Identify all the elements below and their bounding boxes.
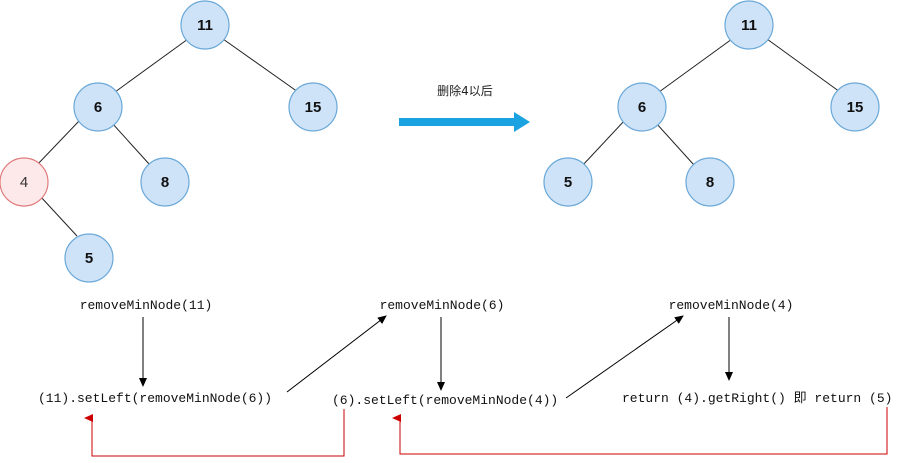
- edge-4-5: [39, 195, 78, 237]
- result-3: return (4).getRight() 即 return (5): [622, 391, 892, 406]
- node-4-label: 4: [20, 174, 28, 191]
- after-node-11-label: 11: [741, 17, 757, 34]
- edge-11-6: [114, 38, 189, 93]
- after-node-5-label: 5: [564, 174, 572, 191]
- after-node-8: 8: [685, 157, 735, 207]
- arrow-result1-to-call2: [286, 315, 387, 393]
- result-1: (11).setLeft(removeMinNode(6)): [38, 391, 272, 406]
- after-node-5: 5: [543, 157, 593, 207]
- after-edge-11-15: [766, 38, 841, 93]
- node-4-removed: 4: [0, 157, 49, 207]
- after-node-6: 6: [617, 82, 667, 132]
- return-arrow-3-to-2: [392, 407, 888, 455]
- node-11-label: 11: [197, 17, 213, 34]
- node-5: 5: [64, 233, 114, 283]
- call-1: removeMinNode(11): [80, 298, 213, 313]
- edge-6-4: [35, 119, 81, 167]
- return-arrow-2-to-1: [84, 409, 345, 457]
- after-edge-6-5: [581, 119, 626, 167]
- call-3: removeMinNode(4): [669, 298, 794, 313]
- edge-6-8: [111, 122, 151, 166]
- transition-arrow: 删除4以后: [399, 83, 530, 132]
- call-2: removeMinNode(6): [380, 298, 505, 313]
- before-tree: 11 6 15 4 8 5: [0, 0, 338, 283]
- node-6-label: 6: [94, 99, 102, 116]
- after-node-15-label: 15: [847, 99, 864, 116]
- after-tree: 11 6 15 5 8: [543, 0, 880, 207]
- after-node-11: 11: [724, 0, 774, 50]
- node-8: 8: [140, 157, 190, 207]
- node-11: 11: [180, 0, 230, 50]
- transition-label: 删除4以后: [437, 83, 493, 98]
- after-edge-6-8: [655, 122, 695, 166]
- node-15-label: 15: [305, 99, 322, 116]
- after-edge-11-6: [658, 38, 733, 93]
- after-node-6-label: 6: [638, 99, 646, 116]
- call-trace: removeMinNode(11) removeMinNode(6) remov…: [38, 298, 892, 457]
- after-node-15: 15: [830, 82, 880, 132]
- node-8-label: 8: [161, 174, 169, 191]
- edge-11-15: [222, 38, 299, 93]
- arrow-result2-to-call3: [565, 315, 684, 399]
- node-6: 6: [73, 82, 123, 132]
- node-15: 15: [288, 82, 338, 132]
- result-2: (6).setLeft(removeMinNode(4)): [332, 393, 558, 408]
- after-node-8-label: 8: [706, 174, 714, 191]
- node-5-label: 5: [85, 250, 93, 267]
